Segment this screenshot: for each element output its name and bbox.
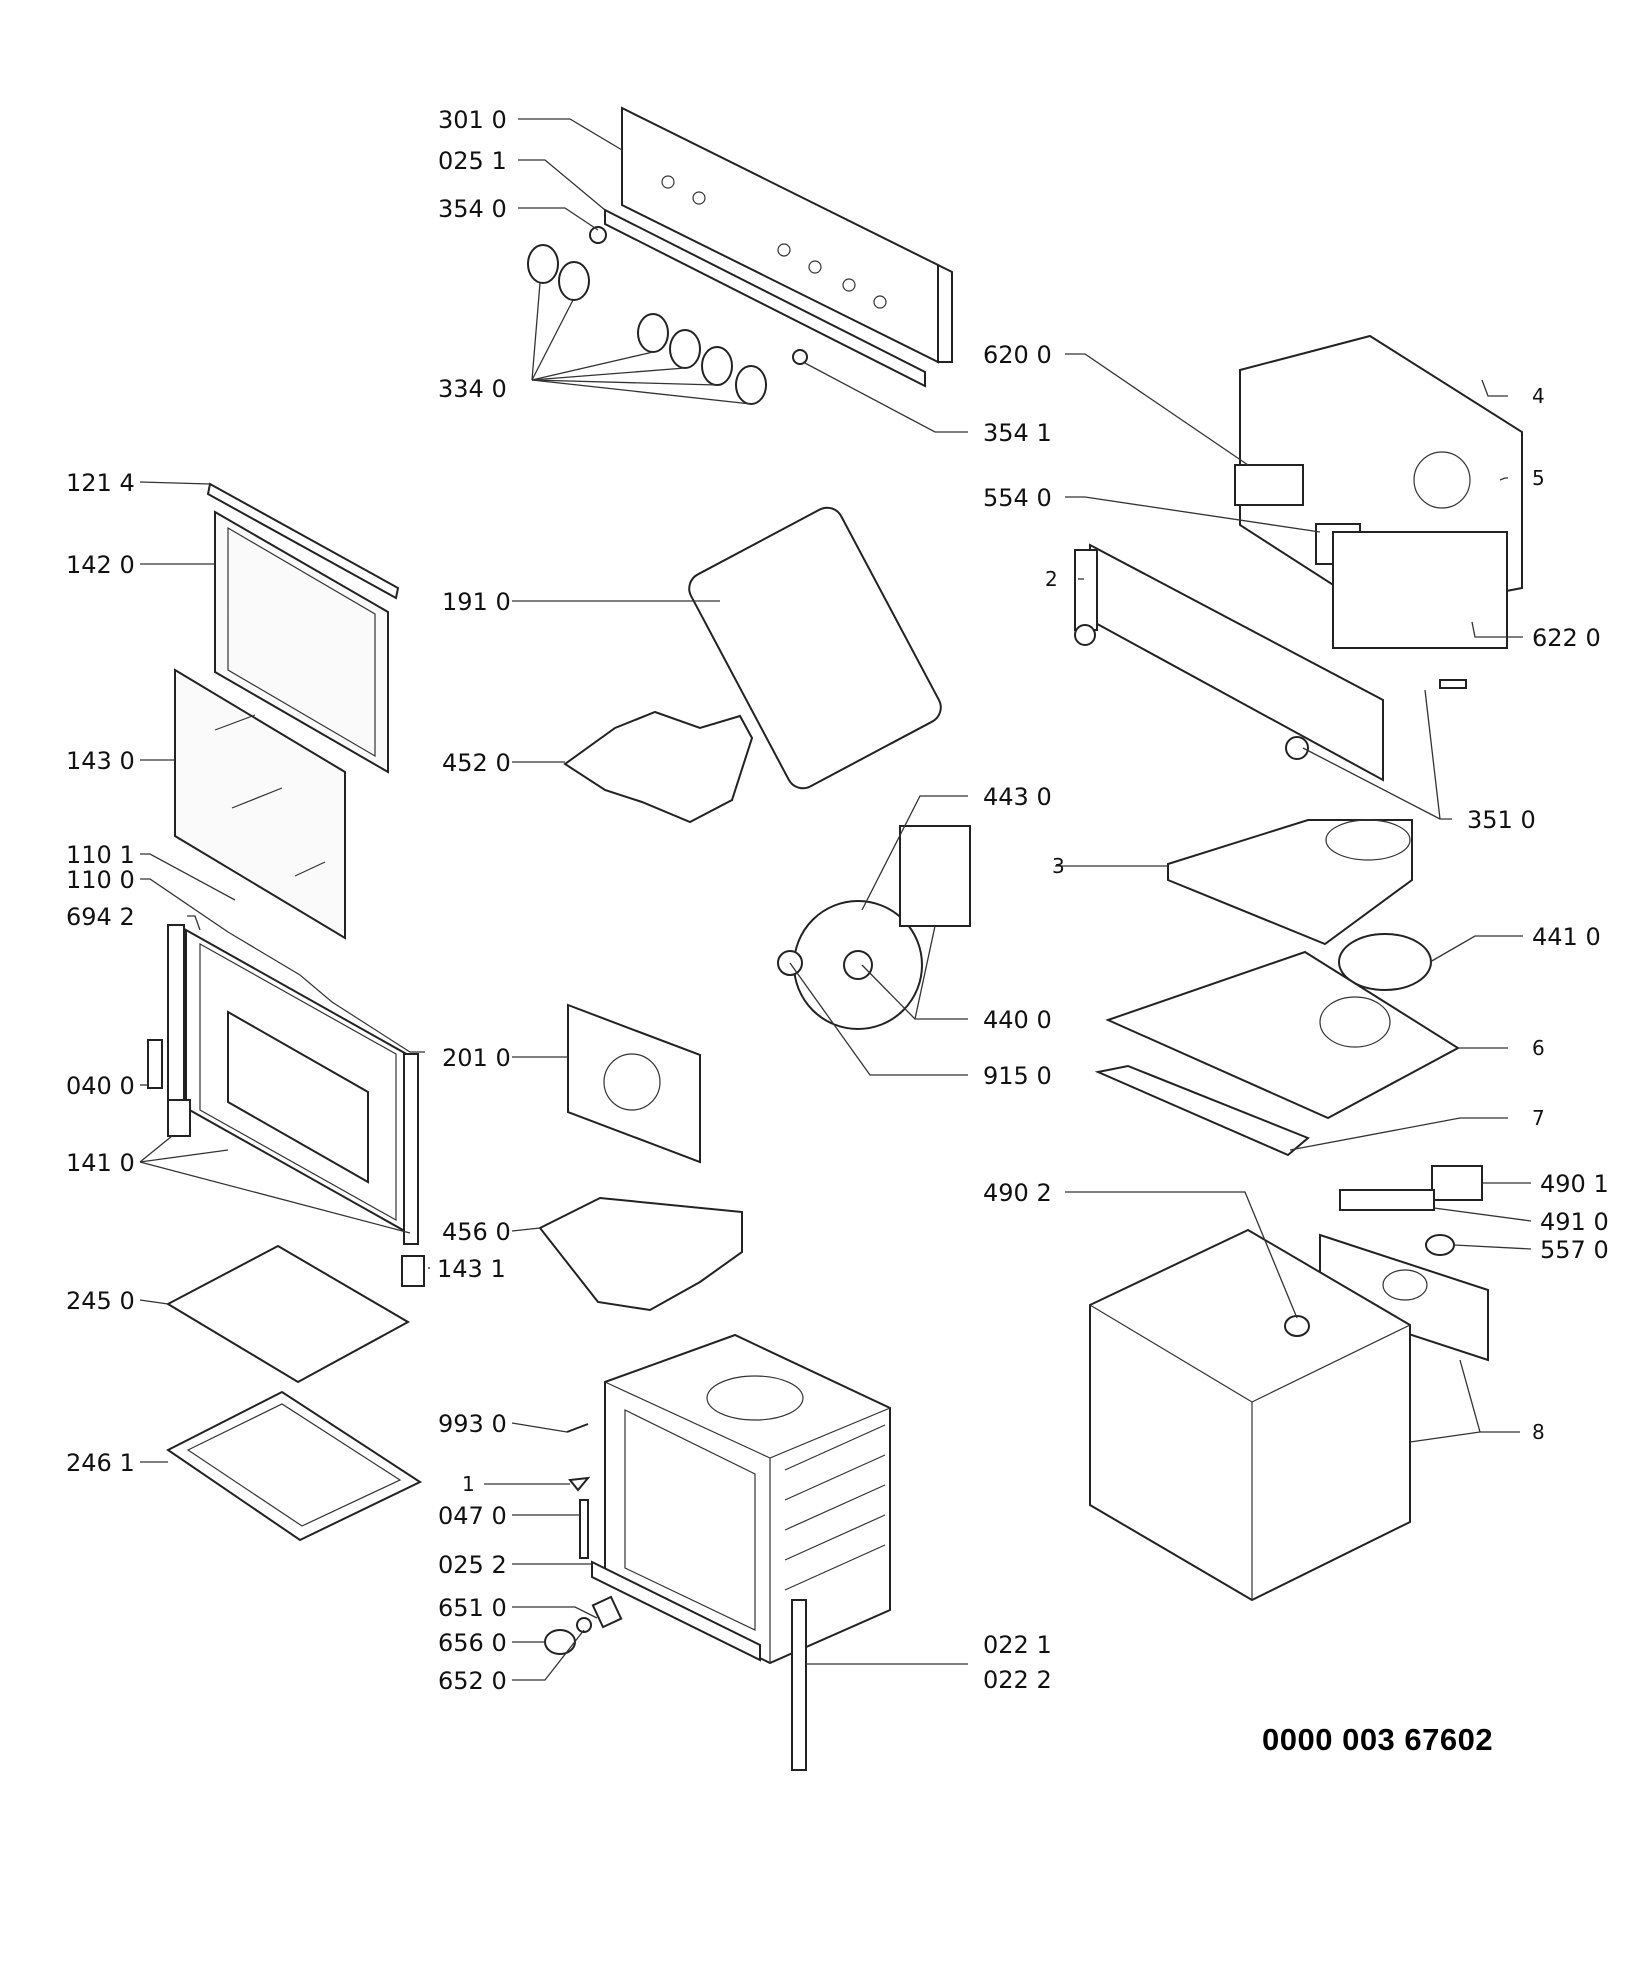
terminal-cover — [1431, 1165, 1483, 1201]
door-top-trim — [206, 482, 400, 600]
label-022-1: 022 1 — [983, 1631, 1052, 1659]
label-351-0: 351 0 — [1467, 806, 1536, 834]
spring-clip — [568, 1476, 591, 1492]
shelf-support — [579, 1499, 589, 1559]
part-labels: 301 0 025 1 354 0 334 0 354 1 620 0 4 5 … — [66, 106, 1609, 1695]
door-hinge-right — [401, 1255, 425, 1287]
label-025-1: 025 1 — [438, 147, 507, 175]
switch-block — [1332, 531, 1508, 649]
control-panel-trim — [604, 208, 926, 388]
door-hinge-left — [147, 1039, 163, 1089]
cable-grommet — [1284, 1315, 1310, 1337]
label-301-0: 301 0 — [438, 106, 507, 134]
oven-seal — [688, 506, 942, 790]
baking-tray — [166, 1390, 423, 1542]
label-651-0: 651 0 — [438, 1594, 507, 1622]
thermal-cutout — [1425, 1234, 1455, 1256]
label-915-0: 915 0 — [983, 1062, 1052, 1090]
label-121-4: 121 4 — [66, 469, 135, 497]
document-number: 0000 003 67602 — [1262, 1722, 1494, 1757]
label-443-0: 443 0 — [983, 783, 1052, 811]
label-191-0: 191 0 — [442, 588, 511, 616]
label-7: 7 — [1532, 1106, 1545, 1130]
fan-duct-cover — [1167, 819, 1413, 946]
lamp-bulb — [576, 1617, 592, 1633]
label-656-0: 656 0 — [438, 1629, 507, 1657]
door-hinge-rod — [227, 931, 425, 1053]
label-025-2: 025 2 — [438, 1551, 507, 1579]
label-557-0: 557 0 — [1540, 1236, 1609, 1264]
side-rail — [791, 1599, 807, 1771]
fan-motor — [899, 825, 971, 927]
label-440-0: 440 0 — [983, 1006, 1052, 1034]
label-452-0: 452 0 — [442, 749, 511, 777]
shelf-runners — [784, 1424, 886, 1591]
wire-rack — [165, 1244, 411, 1384]
label-620-0: 620 0 — [983, 341, 1052, 369]
label-141-0: 141 0 — [66, 1149, 135, 1177]
label-652-0: 652 0 — [438, 1667, 507, 1695]
label-142-0: 142 0 — [66, 551, 135, 579]
label-3: 3 — [1052, 854, 1065, 878]
fan-cover — [567, 1003, 701, 1164]
label-110-0: 110 0 — [66, 866, 135, 894]
label-047-0: 047 0 — [438, 1502, 507, 1530]
label-491-0: 491 0 — [1540, 1208, 1609, 1236]
heating-elements-group — [538, 506, 971, 1312]
label-993-0: 993 0 — [438, 1410, 507, 1438]
front-base-trim — [1094, 1064, 1310, 1157]
lower-element — [538, 1196, 743, 1312]
label-022-2: 022 2 — [983, 1666, 1052, 1694]
label-2: 2 — [1045, 567, 1058, 591]
label-441-0: 441 0 — [1532, 923, 1601, 951]
label-4: 4 — [1532, 384, 1545, 408]
oven-cavity-group — [544, 1333, 891, 1771]
label-110-1: 110 1 — [66, 841, 135, 869]
label-1: 1 — [462, 1472, 475, 1496]
label-8: 8 — [1532, 1420, 1545, 1444]
function-selector — [1234, 464, 1304, 506]
label-334-0: 334 0 — [438, 375, 507, 403]
label-040-0: 040 0 — [66, 1072, 135, 1100]
control-knobs — [527, 244, 767, 405]
label-456-0: 456 0 — [442, 1218, 511, 1246]
screw — [566, 1423, 589, 1433]
label-5: 5 — [1532, 466, 1545, 490]
label-245-0: 245 0 — [66, 1287, 135, 1315]
label-246-1: 246 1 — [66, 1449, 135, 1477]
terminal-block — [1339, 1189, 1435, 1211]
label-490-2: 490 2 — [983, 1179, 1052, 1207]
grill-element — [563, 710, 754, 824]
outer-door-glass — [214, 510, 389, 774]
label-554-0: 554 0 — [983, 484, 1052, 512]
control-panel-fascia — [621, 106, 939, 364]
outer-cabinet-group — [1089, 1165, 1489, 1602]
label-6: 6 — [1532, 1036, 1545, 1060]
label-201-0: 201 0 — [442, 1044, 511, 1072]
cavity-front-trim — [591, 1560, 761, 1662]
lamp-cover — [591, 1595, 623, 1629]
leader-lines — [139, 118, 1532, 1681]
oven-cavity — [604, 1333, 891, 1665]
label-143-1: 143 1 — [437, 1255, 506, 1283]
electrical-top-assembly — [1074, 334, 1523, 782]
outer-cabinet — [1089, 1228, 1411, 1602]
label-354-0: 354 0 — [438, 195, 507, 223]
label-694-2: 694 2 — [66, 903, 135, 931]
oven-door-group — [147, 482, 425, 1542]
label-490-1: 490 1 — [1540, 1170, 1609, 1198]
inner-door-glass — [174, 668, 346, 940]
label-143-0: 143 0 — [66, 747, 135, 775]
fan-blade — [793, 900, 923, 1030]
fan-duct-group — [1094, 819, 1460, 1157]
lamp-holder — [544, 1629, 576, 1655]
label-622-0: 622 0 — [1532, 624, 1601, 652]
label-354-1: 354 1 — [983, 419, 1052, 447]
control-panel-group — [527, 106, 953, 405]
